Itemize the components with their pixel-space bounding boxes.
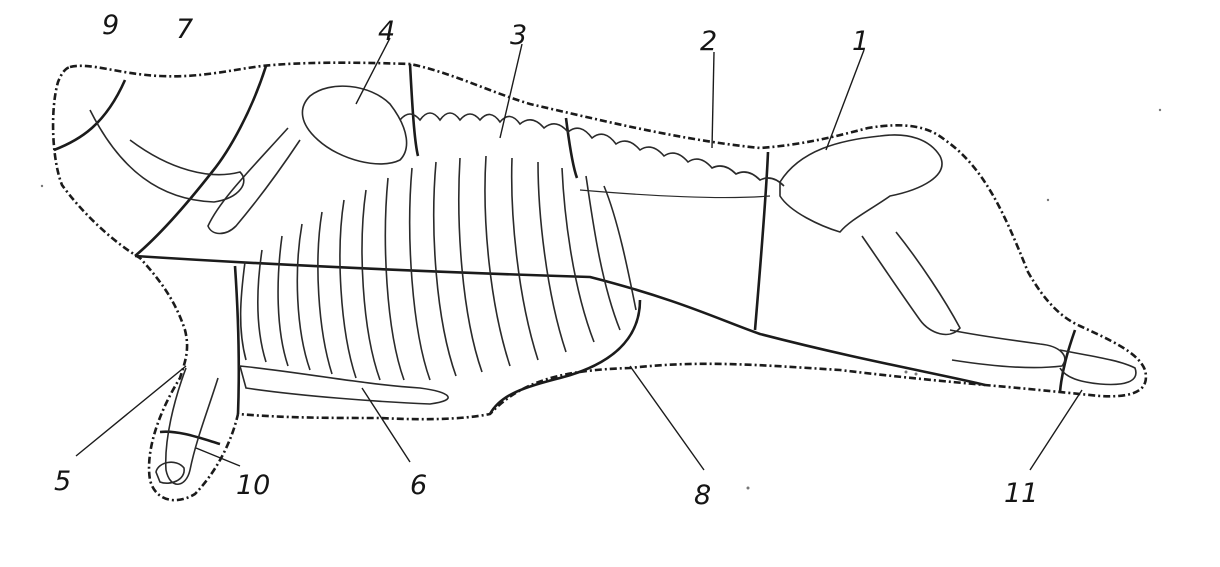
cut-line-flank (488, 299, 642, 415)
label-10: 10 (236, 470, 270, 501)
cut-line-shank-hind (1058, 329, 1077, 393)
cut-line-horizontal (134, 254, 986, 387)
label-2: 2 (700, 26, 717, 57)
cut-line-head (53, 79, 127, 152)
label-6: 6 (410, 470, 427, 501)
cut-line-loin-rump (753, 151, 770, 331)
foreleg-bone (164, 367, 219, 486)
tibia (949, 329, 1066, 369)
label-1: 1 (852, 26, 869, 57)
label-8: 8 (694, 480, 711, 511)
cut-line-shank-front (159, 430, 221, 446)
label-9: 9 (102, 10, 119, 41)
leader-lines (75, 37, 1083, 471)
label-11: 11 (1004, 478, 1038, 509)
sternum (238, 365, 449, 405)
ribs (239, 155, 637, 381)
spine-lower-edge (579, 189, 771, 199)
pelvis (779, 134, 943, 233)
hind-shank-bone (1059, 349, 1137, 386)
femur (861, 231, 961, 336)
label-4: 4 (378, 16, 395, 47)
scapula (301, 85, 408, 165)
humerus (207, 127, 301, 235)
label-5: 5 (54, 466, 71, 497)
cut-line-chuck-back (408, 63, 420, 157)
cut-line-back-loin (564, 117, 579, 179)
hoof-front (155, 461, 185, 484)
label-3: 3 (510, 20, 527, 51)
spine-vertebrae (399, 112, 785, 187)
label-7: 7 (176, 14, 193, 45)
cut-line-brisket (233, 265, 241, 415)
neck-muscle (89, 109, 245, 203)
scan-specks (40, 108, 1162, 490)
cut-line-neck-shoulder (134, 65, 268, 257)
carcass-outline (51, 61, 1148, 502)
